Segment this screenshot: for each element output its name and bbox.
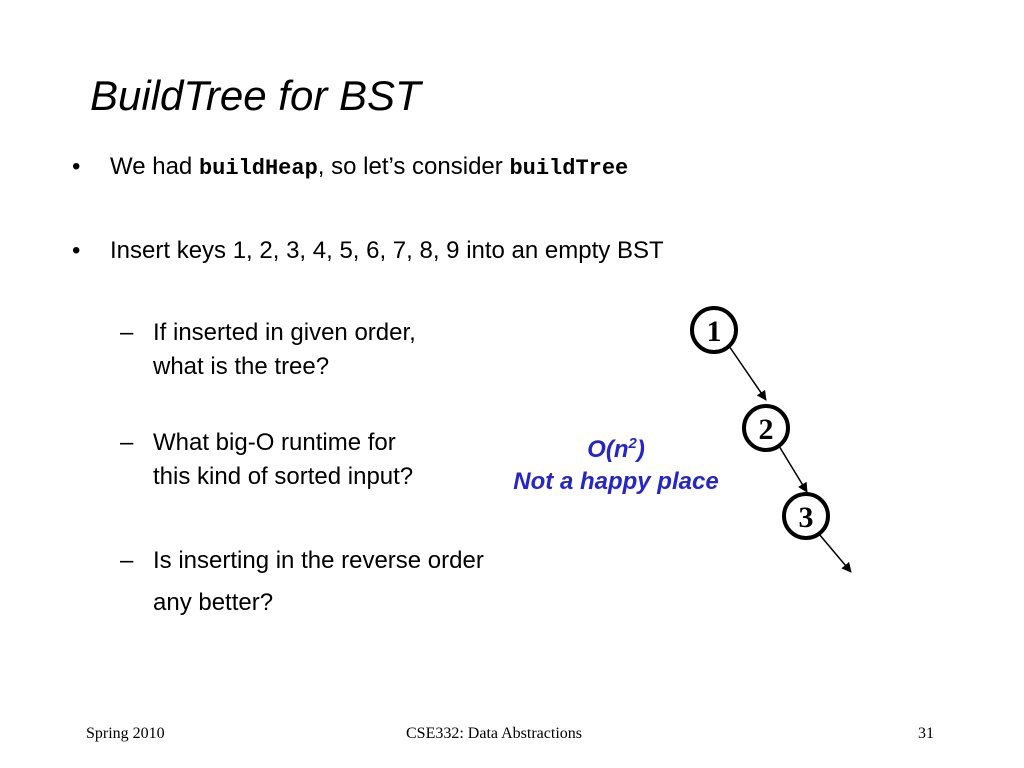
subbullet-line: What big-O runtime for [153, 429, 396, 456]
subbullet-line: If inserted in given order, [153, 319, 416, 346]
subbullet-line: this kind of sorted input? [153, 463, 414, 490]
code-build-heap: buildHeap [198, 156, 318, 181]
subbullet-reverse-order: – Is inserting in the reverse order any … [120, 540, 484, 624]
complexity-label: O(n2) [484, 434, 748, 466]
edge-1-2 [728, 345, 767, 401]
bullet-marker: • [72, 237, 81, 264]
bullet-marker: • [72, 153, 81, 180]
code-build-tree: buildTree [509, 156, 629, 181]
bullet-text: We had buildHeap, so let’s consider buil… [110, 153, 628, 181]
complexity-annotation: O(n2) Not a happy place [484, 434, 748, 498]
footer-course: CSE332: Data Abstractions [406, 725, 582, 742]
remark-label: Not a happy place [513, 468, 719, 495]
complexity-prefix: O(n [587, 436, 629, 463]
subbullet-line: what is the tree? [153, 353, 330, 380]
subbullet-line: any better? [153, 589, 274, 616]
tree-node-3: 3 [782, 492, 830, 540]
bullet-text-part: We had [110, 153, 199, 180]
tree-node-label: 1 [707, 315, 722, 348]
bullet-text-part: , so let’s consider [317, 153, 510, 180]
edge-2-3 [778, 445, 808, 493]
footer-page-number: 31 [918, 725, 934, 742]
slide-title: BuildTree for BST [90, 72, 421, 119]
subbullet-big-o: – What big-O runtime for this kind of so… [120, 426, 413, 494]
tree-node-2: 2 [742, 404, 790, 452]
tree-node-1: 1 [690, 306, 738, 354]
bullet-text: Insert keys 1, 2, 3, 4, 5, 6, 7, 8, 9 in… [110, 237, 664, 264]
tree-node-label: 2 [759, 413, 774, 446]
footer-term: Spring 2010 [86, 725, 165, 742]
complexity-suffix: ) [636, 436, 645, 463]
tree-node-label: 3 [799, 501, 814, 534]
subbullet-line: Is inserting in the reverse order [153, 547, 484, 574]
dash-marker: – [120, 547, 134, 574]
edge-3-next [818, 533, 852, 573]
dash-marker: – [120, 429, 134, 456]
dash-marker: – [120, 319, 134, 346]
subbullet-given-order: – If inserted in given order, what is th… [120, 316, 416, 384]
complexity-exponent: 2 [628, 435, 637, 452]
